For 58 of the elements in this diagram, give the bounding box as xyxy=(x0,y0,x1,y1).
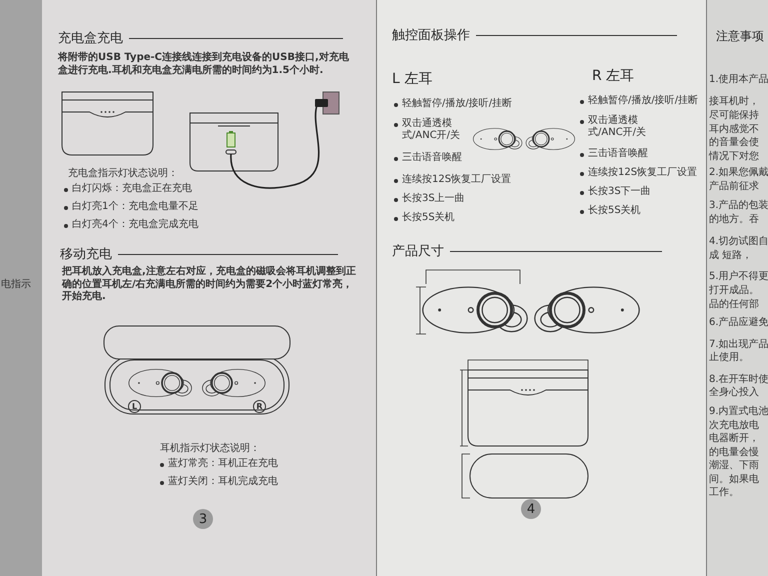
section-heading: 产品尺寸 xyxy=(392,243,444,260)
note-text: 品的任何部 xyxy=(709,298,759,311)
note-text: 1.使用本产品 xyxy=(709,72,768,86)
list-item: 三击语音唤醒 xyxy=(580,148,648,160)
note-text: 工作。 xyxy=(709,486,739,499)
cut-off-text: 电指示 xyxy=(1,278,31,291)
list-item: 轻触暂停/播放/接听/挂断 xyxy=(394,98,512,110)
list-item: 三击语音唤醒 xyxy=(394,152,462,164)
list-item: 长按5S关机 xyxy=(580,205,641,217)
note-text: 尽可能保持 xyxy=(709,108,759,122)
list-item: 长按3S下一曲 xyxy=(580,186,651,198)
note-text: 产品前征求 xyxy=(709,180,759,193)
section-heading: 充电盒充电 xyxy=(58,30,123,47)
list-item: 双击通透模式/ANC开/关 xyxy=(394,118,484,142)
section-heading: 移动充电 xyxy=(60,246,112,263)
note-text: 9.内置式电池 xyxy=(709,404,768,418)
list-item: 连续按12S恢复工厂设置 xyxy=(580,167,698,179)
instruction-paragraph: 把耳机放入充电盒,注意左右对应，充电盒的磁吸会将耳机调整到正确的位置耳机左/右充满电所需的时间约为需要2个小时蓝灯常亮，开始充电. xyxy=(62,266,357,304)
list-item: 轻触暂停/播放/接听/挂断 xyxy=(580,95,698,107)
list-item: 双击通透模式/ANC开/关 xyxy=(580,115,670,139)
note-text: 打开成品。 xyxy=(709,284,759,297)
list-item: 蓝灯常亮：耳机正在充电 xyxy=(160,458,278,470)
side-heading: R 左耳 xyxy=(592,67,634,85)
list-item: 白灯亮4个：充电盒完成充电 xyxy=(64,219,198,231)
note-text: 成 短路， xyxy=(709,248,752,262)
note-text: 6.产品应避免 xyxy=(709,316,768,329)
note-text: 情况下对您 xyxy=(709,150,759,163)
list-item: 白灯亮1个：充电盒电量不足 xyxy=(64,201,198,213)
note-text: 潮湿、下雨 xyxy=(709,458,759,472)
note-text: 的音量会使 xyxy=(709,136,759,149)
note-text: 8.在开车时使 xyxy=(709,372,768,386)
list-item: 蓝灯关闭：耳机完成充电 xyxy=(160,476,278,488)
note-text: 2.如果您佩戴 xyxy=(709,166,768,179)
note-text: 的电量会慢 xyxy=(709,446,759,459)
note-text: 4.切勿试图自 xyxy=(709,234,768,248)
note-text: 3.产品的包装 xyxy=(709,198,768,212)
note-text: 5.用户不得更 xyxy=(709,270,768,283)
side-mark: L xyxy=(128,400,141,413)
list-item: 白灯闪烁：充电盒正在充电 xyxy=(64,183,192,195)
note-text: 的地方。吞 xyxy=(709,212,759,226)
note-text: 电器断开， xyxy=(709,432,759,445)
note-text: 全身心投入 xyxy=(709,386,759,399)
status-caption: 充电盒指示灯状态说明： xyxy=(68,166,178,180)
status-caption: 耳机指示灯状态说明： xyxy=(160,442,260,455)
instruction-paragraph: 将附带的USB Type-C连接线连接到充电设备的USB接口,对充电盒进行充电.耳机和充电盒充满电所需的时间约为1.5个小时. xyxy=(58,52,350,77)
list-item: 长按3S上一曲 xyxy=(394,193,465,205)
side-mark: R xyxy=(253,400,266,413)
section-heading: 注意事项 xyxy=(716,28,764,45)
list-item: 长按5S关机 xyxy=(394,212,455,224)
note-text: 间。如果电 xyxy=(709,472,759,486)
list-item: 连续按12S恢复工厂设置 xyxy=(394,174,512,186)
side-heading: L 左耳 xyxy=(392,70,432,88)
note-text: 接耳机时， xyxy=(709,94,759,108)
note-text: 止使用。 xyxy=(709,350,749,364)
section-heading: 触控面板操作 xyxy=(392,27,470,44)
note-text: 耳内感觉不 xyxy=(709,122,759,136)
note-text: 次充电放电 xyxy=(709,418,759,432)
note-text: 7.如出现产品 xyxy=(709,338,768,351)
